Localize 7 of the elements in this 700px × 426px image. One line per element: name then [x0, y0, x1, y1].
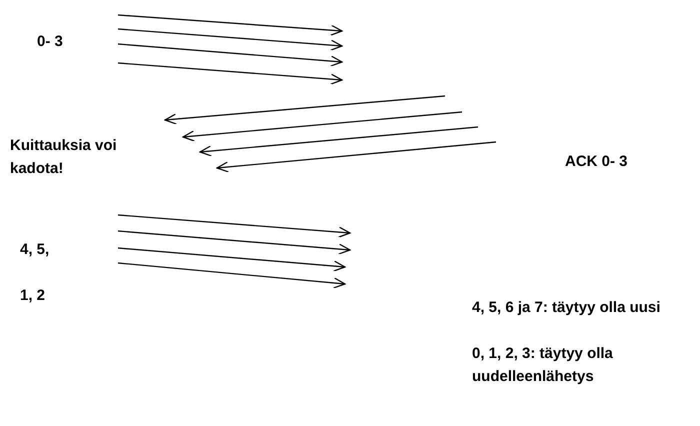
- note-text: 0- 3: [37, 32, 64, 52]
- note-text: ACK 0- 3: [565, 152, 629, 172]
- note-text: 4, 5,: [20, 240, 50, 260]
- note-text: 1, 2: [20, 286, 46, 306]
- note-text: Kuittauksia voi kadota!: [10, 136, 118, 179]
- note-text: 4, 5, 6 ja 7: täytyy olla uusi: [472, 298, 662, 318]
- note-text: 0, 1, 2, 3: täytyy olla uudelleenlähetys: [472, 344, 614, 387]
